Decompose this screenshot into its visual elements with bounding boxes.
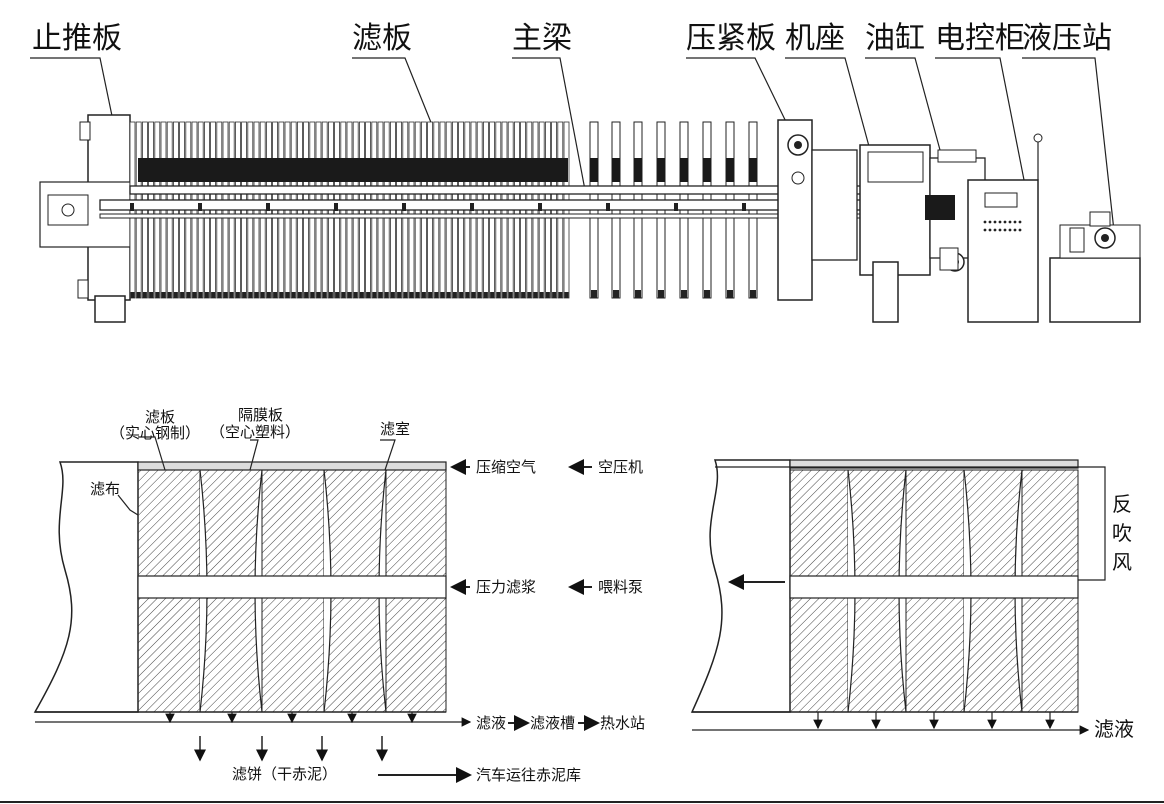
label-filter-chamber: 滤室: [380, 420, 410, 438]
label-truck-to-yard: 汽车运往赤泥库: [476, 766, 581, 784]
label-filter-plate-note: （实心钢制）: [110, 424, 200, 442]
label-air-compressor: 空压机: [598, 458, 643, 476]
label-back-blow-2: 吹: [1112, 521, 1132, 545]
label-end-plate: 止推板: [32, 21, 122, 56]
machine-base: [811, 149, 858, 261]
machine-drawing: 止推板 滤板 主梁 压紧板 机座 油缸 电控柜 液压站: [30, 21, 1141, 323]
left-boundary: [33, 461, 139, 713]
label-back-blow-1: 反: [1112, 492, 1132, 516]
hydraulic-station: [1049, 257, 1141, 323]
air-manifold: [137, 461, 447, 471]
label-press-plate: 压紧板: [686, 21, 776, 56]
label-filtrate: 滤液: [476, 714, 506, 732]
label-main-beam: 主梁: [512, 21, 572, 56]
label-hydraulic-station: 液压站: [1022, 21, 1112, 56]
label-feed-pump: 喂料泵: [598, 578, 643, 596]
press-process-schematic: 滤板 （实心钢制） 隔膜板 （空心塑料） 滤室 滤布 压缩空气 空压机 压力滤浆…: [33, 406, 645, 784]
label-compressed-air: 压缩空气: [476, 458, 536, 476]
plate-handles-band: [138, 158, 568, 182]
label-membrane-plate: 隔膜板: [238, 406, 283, 424]
label-control-cabinet: 电控柜: [935, 21, 1025, 56]
label-hot-water-station: 热水站: [600, 714, 645, 732]
label-back-blow-3: 风: [1112, 550, 1132, 574]
label-pressure-slurry: 压力滤浆: [476, 578, 536, 596]
label-base: 机座: [785, 21, 845, 56]
label-cylinder: 油缸: [865, 21, 925, 56]
back-blow-schematic: 反 吹 风 滤液: [690, 459, 1134, 741]
label-membrane-plate-note: （空心塑料）: [210, 423, 300, 441]
label-filter-cloth: 滤布: [90, 480, 120, 498]
label-filtrate-right: 滤液: [1094, 717, 1134, 741]
feed-channel: [137, 575, 447, 599]
label-filtrate-tank: 滤液槽: [530, 714, 575, 732]
label-filter-plate: 滤板: [352, 21, 412, 56]
label-filter-cake: 滤饼（干赤泥）: [232, 765, 337, 783]
label-leaders: [30, 57, 1116, 241]
label-filter-plate-2: 滤板: [145, 408, 175, 426]
